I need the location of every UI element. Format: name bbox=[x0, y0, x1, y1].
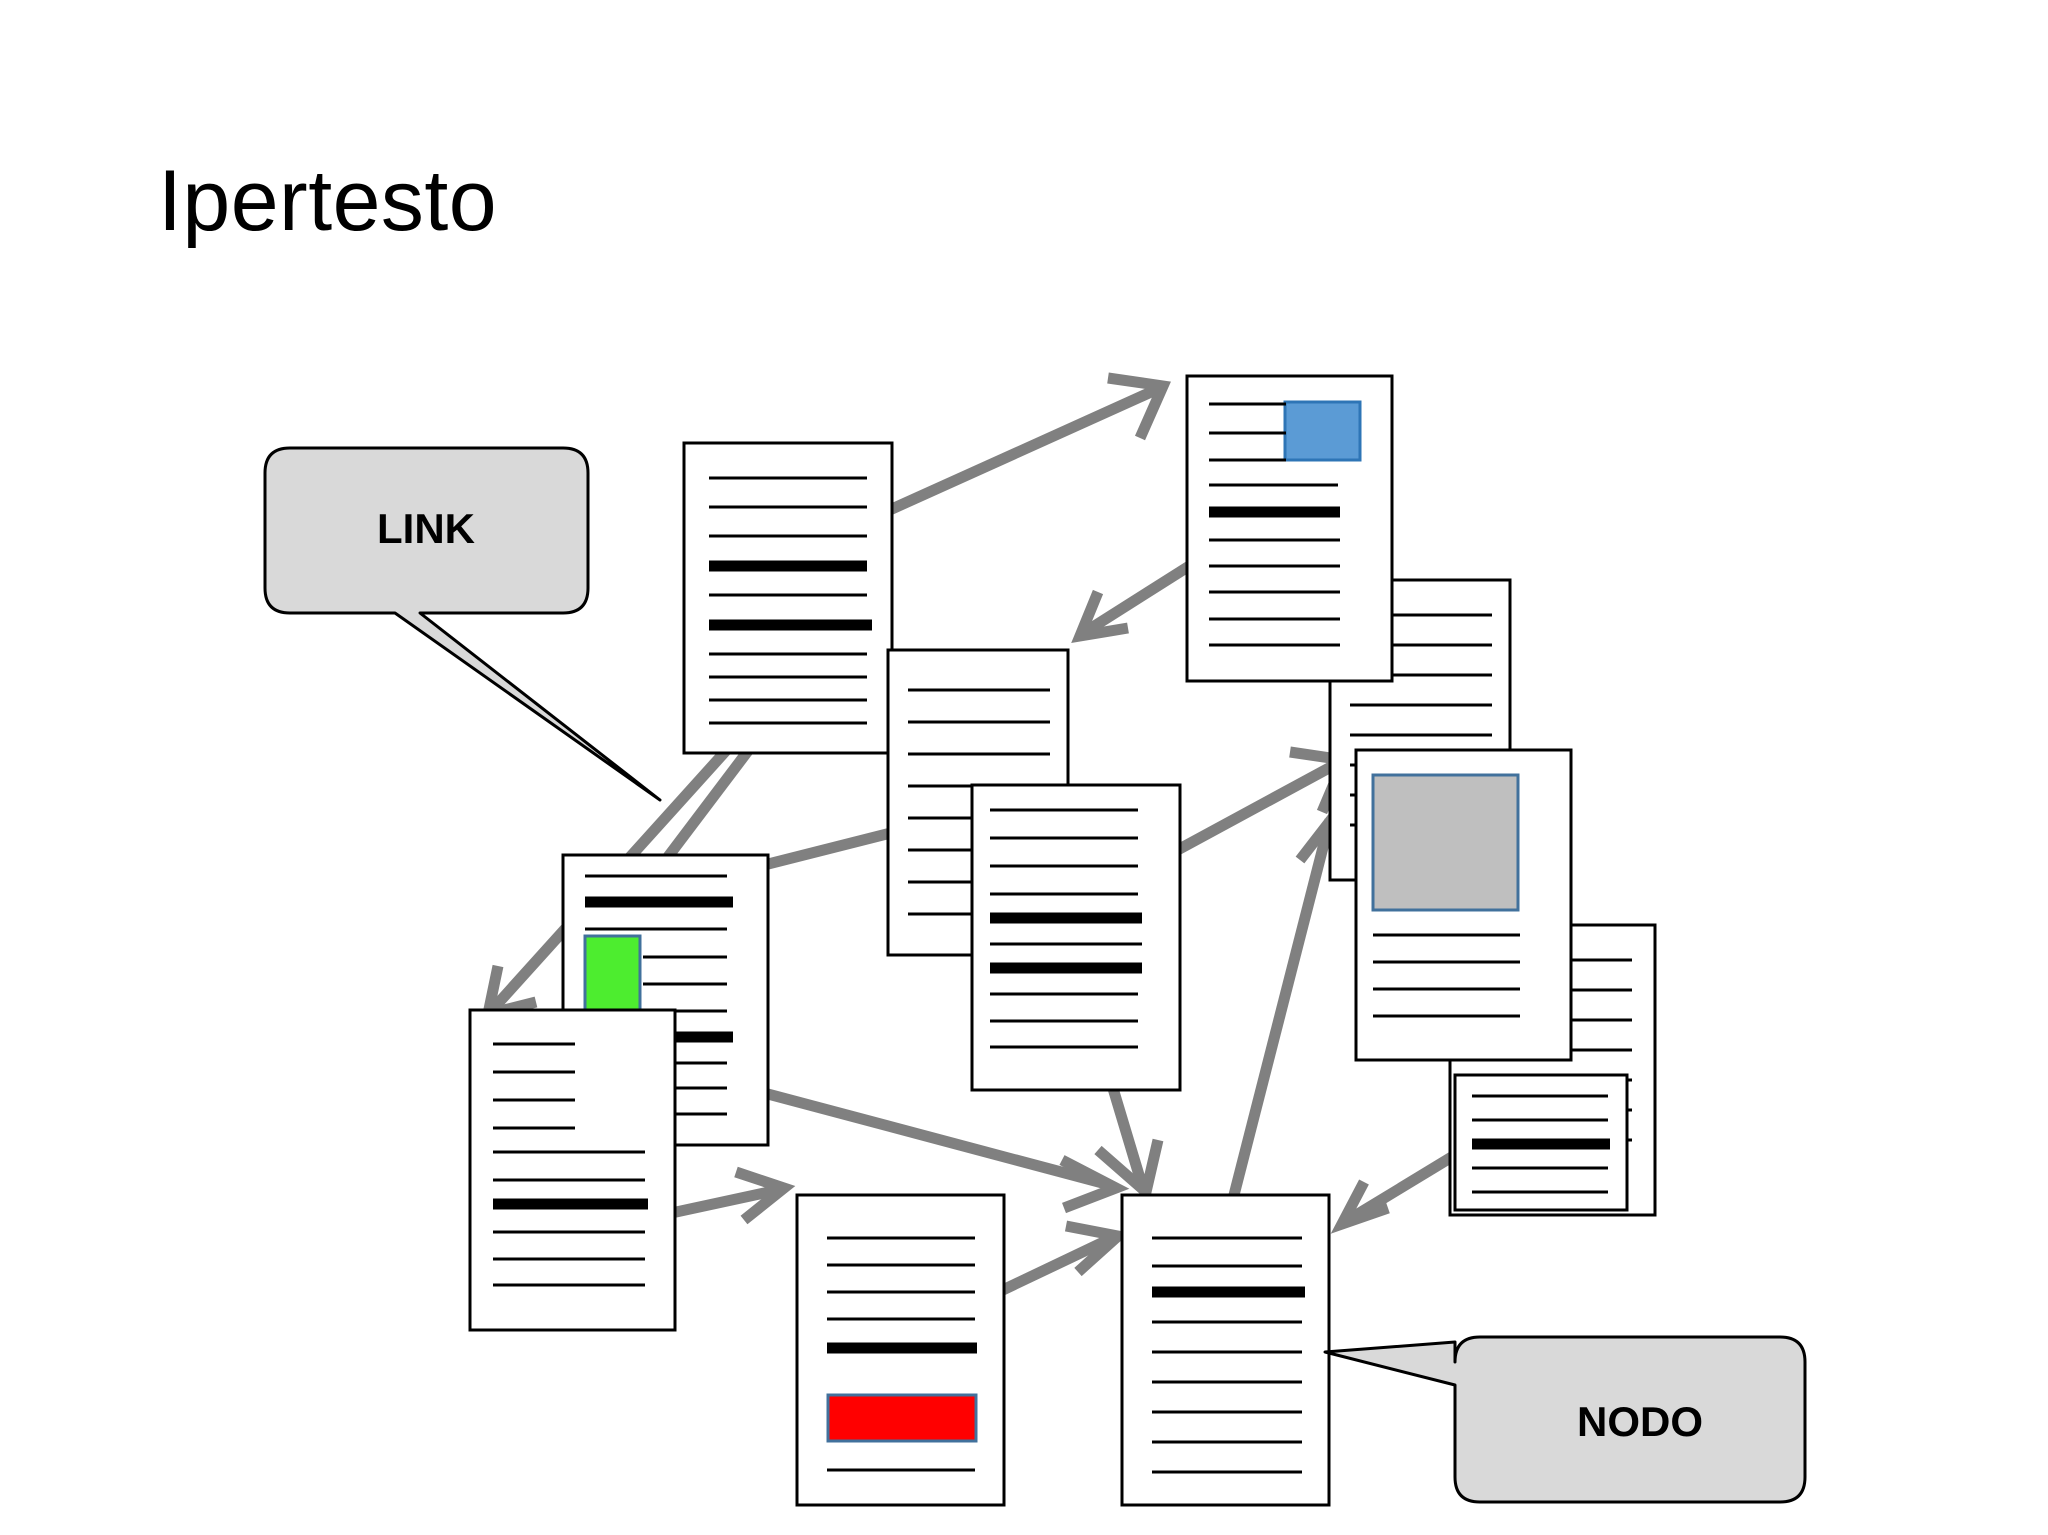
green-image-block[interactable] bbox=[583, 934, 642, 1018]
callout-link-label: LINK bbox=[377, 505, 475, 552]
page-title: Ipertesto bbox=[158, 153, 498, 249]
node-doc-bottom-left-red[interactable] bbox=[795, 1193, 1006, 1507]
blue-image-block[interactable] bbox=[1283, 400, 1362, 462]
node-doc-top-left[interactable] bbox=[682, 441, 894, 755]
node-doc-top-right-blue[interactable] bbox=[1185, 374, 1394, 683]
node-doc-center[interactable] bbox=[970, 783, 1182, 1092]
callout-nodo-label: NODO bbox=[1577, 1398, 1703, 1445]
callout-nodo[interactable]: NODO bbox=[1323, 1335, 1807, 1504]
callout-link[interactable]: LINK bbox=[263, 446, 662, 802]
node-doc-bottom-center[interactable] bbox=[1120, 1193, 1331, 1507]
link-arrow-n10-n12[interactable] bbox=[1330, 1150, 1458, 1234]
gray-image-block[interactable] bbox=[1371, 773, 1520, 912]
node-doc-right-gray[interactable] bbox=[1354, 748, 1573, 1062]
node-doc-right-bottom[interactable] bbox=[1453, 1073, 1629, 1212]
red-image-block[interactable] bbox=[826, 1393, 978, 1443]
node-doc-left-lower[interactable] bbox=[468, 1008, 677, 1332]
